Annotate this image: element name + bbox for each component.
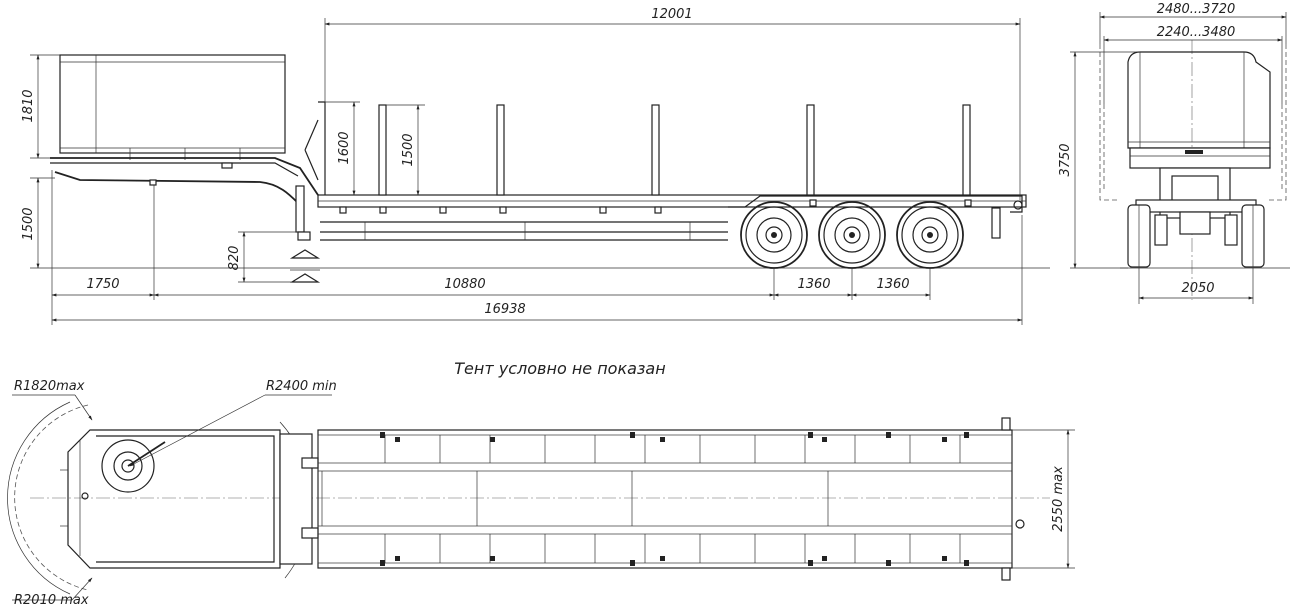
gooseneck-tent xyxy=(59,54,286,160)
dim-kingpin-overhang: 1750 xyxy=(86,277,119,292)
dim-tent-height: 1810 xyxy=(21,89,36,122)
side-dimensions: 12001 1810 1500 1600 1500 820 xyxy=(21,7,1023,325)
dim-radius-turn: R2400 min xyxy=(266,379,337,394)
gooseneck-top xyxy=(60,429,319,569)
dim-deck-height: 820 xyxy=(227,246,242,271)
dim-outer-width: 2480...3720 xyxy=(1157,2,1236,17)
wheel-3 xyxy=(896,201,964,269)
dim-kingpin-to-axle: 10880 xyxy=(444,277,485,292)
rear-dimensions: 2480...3720 2240...3480 3750 2050 xyxy=(1058,2,1287,304)
top-dimensions: R1820max R2400 min R2010 max 2550 max xyxy=(12,379,1075,608)
dim-axle-spacing-1: 1360 xyxy=(797,277,830,292)
dim-overall-length: 16938 xyxy=(484,302,525,317)
rear-view: 2480...3720 2240...3480 3750 2050 xyxy=(1058,2,1290,304)
top-view: R1820max R2400 min R2010 max 2550 max xyxy=(7,379,1075,608)
stakes xyxy=(378,104,971,196)
dim-radius-rear: R2010 max xyxy=(14,593,89,608)
platform-top xyxy=(317,417,1025,581)
dim-overall-width: 2550 max xyxy=(1051,466,1066,532)
side-view: 12001 1810 1500 1600 1500 820 xyxy=(21,7,1050,325)
dim-inner-width: 2240...3480 xyxy=(1157,25,1236,40)
dim-track-width: 2050 xyxy=(1181,281,1214,296)
platform-deck xyxy=(317,194,1027,241)
dim-stake-height: 1500 xyxy=(401,133,416,166)
tent-not-shown-note: Тент условно не показан xyxy=(454,359,665,378)
dim-platform-length: 12001 xyxy=(651,7,692,22)
dim-coupling-height: 1500 xyxy=(21,207,36,240)
dim-axle-spacing-2: 1360 xyxy=(876,277,909,292)
gooseneck-frame xyxy=(50,101,326,283)
wheels xyxy=(740,201,964,269)
dim-radius-front: R1820max xyxy=(14,379,85,394)
wheel-2 xyxy=(818,201,886,269)
dim-stake-height-front: 1600 xyxy=(337,131,352,164)
dim-overall-height: 3750 xyxy=(1058,143,1073,176)
wheel-1 xyxy=(740,201,808,269)
